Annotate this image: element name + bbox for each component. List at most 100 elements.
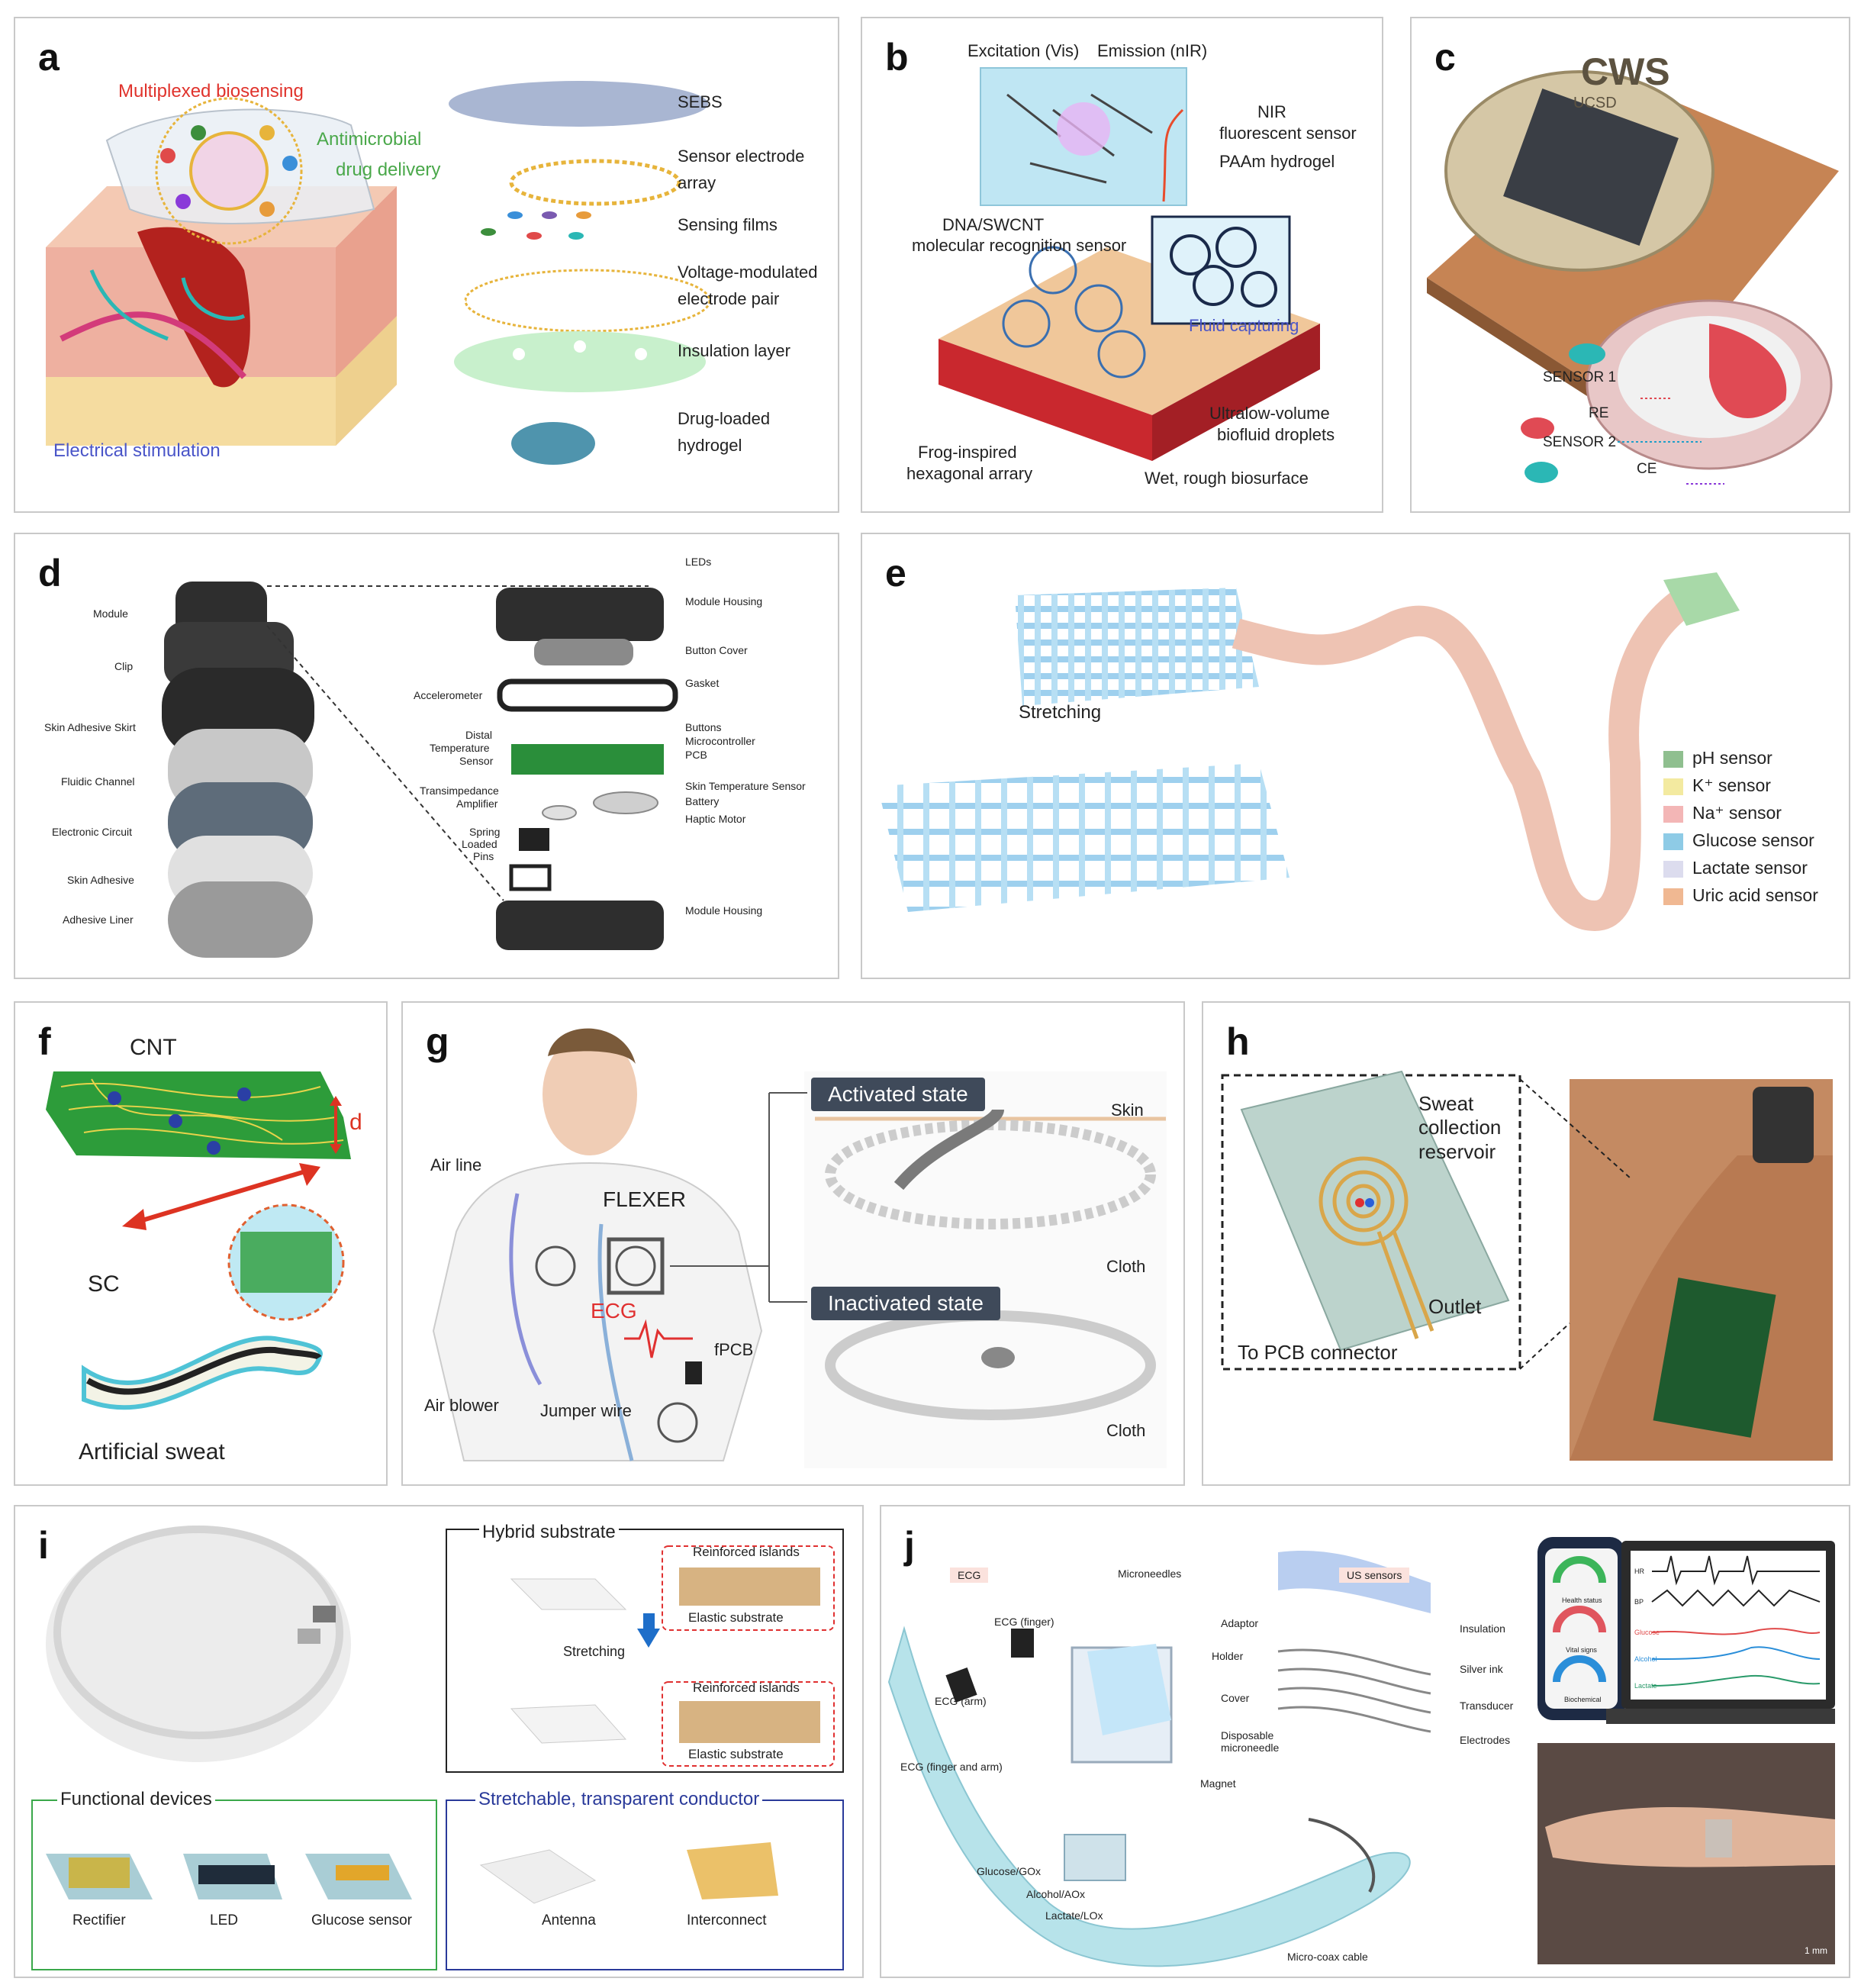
stretching-label: Stretching <box>1019 702 1102 723</box>
j-ecg-finger-arm: ECG (finger and arm) <box>900 1761 1003 1773</box>
d-module-housing-bottom: Module Housing <box>685 904 763 917</box>
sweat-sensor-device <box>1427 70 1839 485</box>
panel-c: c CWS UCSD SENSOR 1 RE SENSOR 2 CE <box>1410 17 1850 513</box>
d-skin-temp-sensor: Skin Temperature Sensor <box>685 780 806 792</box>
d-battery: Battery <box>685 795 720 807</box>
excitation-label: Excitation (Vis) <box>968 41 1080 60</box>
layer-array: array <box>678 173 716 192</box>
panel-label-f: f <box>38 1020 51 1063</box>
legend-label-ph: pH sensor <box>1692 748 1772 768</box>
elastic-substrate-top: Elastic substrate <box>688 1610 784 1625</box>
d-clip: Clip <box>114 660 134 672</box>
j-header-us-sensors: US sensors <box>1339 1568 1410 1583</box>
layer-sensing-films: Sensing films <box>678 215 778 234</box>
textile-sensor-illustration <box>877 572 1740 932</box>
d-haptic-motor: Haptic Motor <box>685 813 746 825</box>
conductor-interconnect: Interconnect <box>687 1912 767 1928</box>
d-sensor: Sensor <box>459 755 494 767</box>
screen-hr: HR <box>1634 1568 1644 1575</box>
d-gasket: Gasket <box>685 677 720 689</box>
screen-alcohol: Alcohol <box>1634 1655 1657 1663</box>
j-magnet: Magnet <box>1200 1777 1236 1790</box>
ce-label: CE <box>1637 461 1657 477</box>
j-adaptor: Adaptor <box>1221 1617 1259 1629</box>
j-micro-coax: Micro-coax cable <box>1287 1951 1368 1963</box>
panel-label-a: a <box>38 36 60 79</box>
panel-i: i Hybrid substrate Reinforced islands El… <box>14 1505 864 1978</box>
paam-label: PAAm hydrogel <box>1219 152 1335 171</box>
flexer-garment-illustration <box>432 1028 1167 1468</box>
j-cover: Cover <box>1221 1692 1250 1704</box>
d-adhesive-liner: Adhesive Liner <box>63 913 134 926</box>
legend-label-uric: Uric acid sensor <box>1692 885 1818 905</box>
j-transducer: Transducer <box>1460 1700 1514 1712</box>
cloth-label-1: Cloth <box>1106 1257 1146 1276</box>
fpcb-label: fPCB <box>714 1340 754 1359</box>
pcb-connector-label: To PCB connector <box>1238 1341 1398 1364</box>
cws-logo: CWS <box>1581 50 1670 93</box>
legend-label-na: Na⁺ sensor <box>1692 803 1782 823</box>
layer-insulation: Insulation layer <box>678 341 790 360</box>
device-glucose: Glucose sensor <box>311 1912 413 1928</box>
fluid-capturing-label: Fluid capturing <box>1189 316 1299 335</box>
integrated-patch-illustration <box>887 1537 1835 1967</box>
j-header-microneedles: Microneedles <box>1118 1568 1182 1580</box>
cnt-label: CNT <box>130 1035 177 1060</box>
panel-b: b Excitation (Vis) Emission (nIR) NIR fl… <box>861 17 1383 513</box>
emission-label: Emission (nIR) <box>1097 41 1208 60</box>
j-ecg-finger: ECG (finger) <box>994 1616 1054 1628</box>
multiplexed-label: Multiplexed biosensing <box>118 81 304 101</box>
scale-bar-label: 1 mm <box>1805 1945 1827 1956</box>
legend-label-lactate: Lactate sensor <box>1692 858 1808 878</box>
j-disposable: Disposable <box>1221 1729 1274 1742</box>
wet-rough-label: Wet, rough biosurface <box>1145 469 1309 488</box>
legend-swatch-lactate <box>1663 860 1683 878</box>
watch-health-status: Health status <box>1562 1597 1602 1604</box>
conductor-title: Stretchable, transparent conductor <box>475 1789 763 1810</box>
j-silver-ink: Silver ink <box>1460 1663 1503 1675</box>
legend-na: Na⁺ sensor <box>1663 803 1782 826</box>
reinforced-islands-bottom: Reinforced islands <box>693 1680 800 1695</box>
electrical-stim-label: Electrical stimulation <box>53 440 221 461</box>
d-buttons: Buttons <box>685 721 722 733</box>
hydrogel-sensor-illustration <box>939 67 1320 461</box>
panel-label-g: g <box>426 1020 449 1063</box>
nir-fluorescent-label: fluorescent sensor <box>1219 124 1357 143</box>
sweat-patch-illustration <box>1221 1070 1833 1461</box>
d-electronic-circuit: Electronic Circuit <box>52 826 133 838</box>
legend-label-k: K⁺ sensor <box>1692 775 1771 795</box>
panel-label-b: b <box>885 36 909 79</box>
j-holder: Holder <box>1212 1650 1244 1662</box>
d-temperature: Temperature <box>430 742 490 754</box>
reservoir-label: reservoir <box>1418 1140 1496 1163</box>
d-loaded: Loaded <box>462 838 497 850</box>
inactivated-state-header: Inactivated state <box>811 1287 1000 1320</box>
j-header-ecg: ECG <box>950 1568 989 1583</box>
screen-lactate: Lactate <box>1634 1682 1657 1690</box>
hybrid-substrate-title: Hybrid substrate <box>479 1522 619 1543</box>
legend-swatch-uric <box>1663 888 1683 905</box>
layer-sensor-electrode: Sensor electrode <box>678 147 805 166</box>
skin-block-illustration <box>46 81 711 465</box>
d-button-cover: Button Cover <box>685 644 748 656</box>
j-lactate: Lactate/LOx <box>1045 1909 1103 1922</box>
legend-uric: Uric acid sensor <box>1663 885 1818 908</box>
panel-label-i: i <box>38 1524 49 1567</box>
panel-label-h: h <box>1226 1020 1250 1063</box>
dna-swcnt-label: DNA/SWCNT <box>942 215 1045 234</box>
d-microcontroller: Microcontroller <box>685 735 755 747</box>
legend-lactate: Lactate sensor <box>1663 858 1808 881</box>
panel-label-e: e <box>885 552 906 594</box>
screen-glucose: Glucose <box>1634 1629 1660 1636</box>
d-module: Module <box>93 607 128 620</box>
artificial-sweat-label: Artificial sweat <box>79 1439 225 1464</box>
panel-label-j: j <box>904 1524 915 1567</box>
screen-bp: BP <box>1634 1598 1644 1606</box>
panel-d: d Module Clip Skin Adhesive Skirt Fluidi… <box>14 533 839 979</box>
molecular-recognition-label: molecular recognition sensor <box>912 236 1127 255</box>
legend-swatch-ph <box>1663 750 1683 768</box>
panel-h: h Sweat collection reservoir Outlet To P… <box>1202 1001 1850 1486</box>
ecg-label: ECG <box>591 1299 637 1323</box>
legend-label-glucose: Glucose sensor <box>1692 830 1814 850</box>
panel-g: g Activated state Inactivated state Skin… <box>401 1001 1185 1486</box>
